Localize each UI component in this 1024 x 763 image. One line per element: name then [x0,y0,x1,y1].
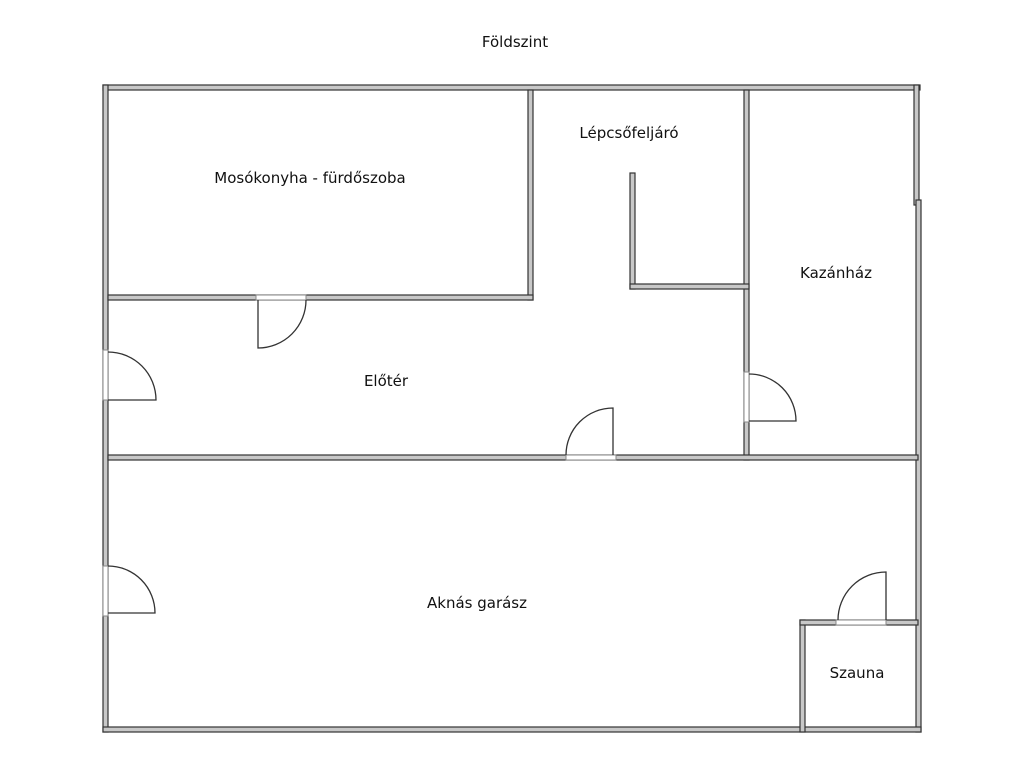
stairs-wall-bottom [629,283,750,290]
laundry-wall-bottom [107,294,534,301]
stairs-wall-inner [629,172,636,290]
outer-wall-right-lower [915,199,922,733]
room-label-laundry: Mosókonyha - fürdőszoba [214,169,405,187]
room-label-garage: Aknás garász [427,594,527,612]
door-boiler [743,371,797,423]
door-sauna [835,571,887,626]
hall-wall-bottom [107,454,919,461]
door-garage-left [102,565,156,617]
door-hall-garage [565,407,617,461]
door-laundry [255,294,307,349]
outer-wall-left [102,84,109,733]
sauna-wall-left [799,619,806,733]
room-label-hall: Előtér [364,372,409,390]
laundry-wall-right [527,89,534,301]
floor-title: Földszint [482,33,548,51]
walls [102,84,922,733]
door-hall-left [102,349,157,401]
doors [102,294,887,626]
outer-wall-right-upper [913,84,920,206]
outer-wall-bottom [102,726,922,733]
outer-wall-top [102,84,921,91]
room-label-boiler: Kazánház [800,264,872,282]
room-label-stairs: Lépcsőfeljáró [579,124,678,142]
room-label-sauna: Szauna [830,664,885,682]
